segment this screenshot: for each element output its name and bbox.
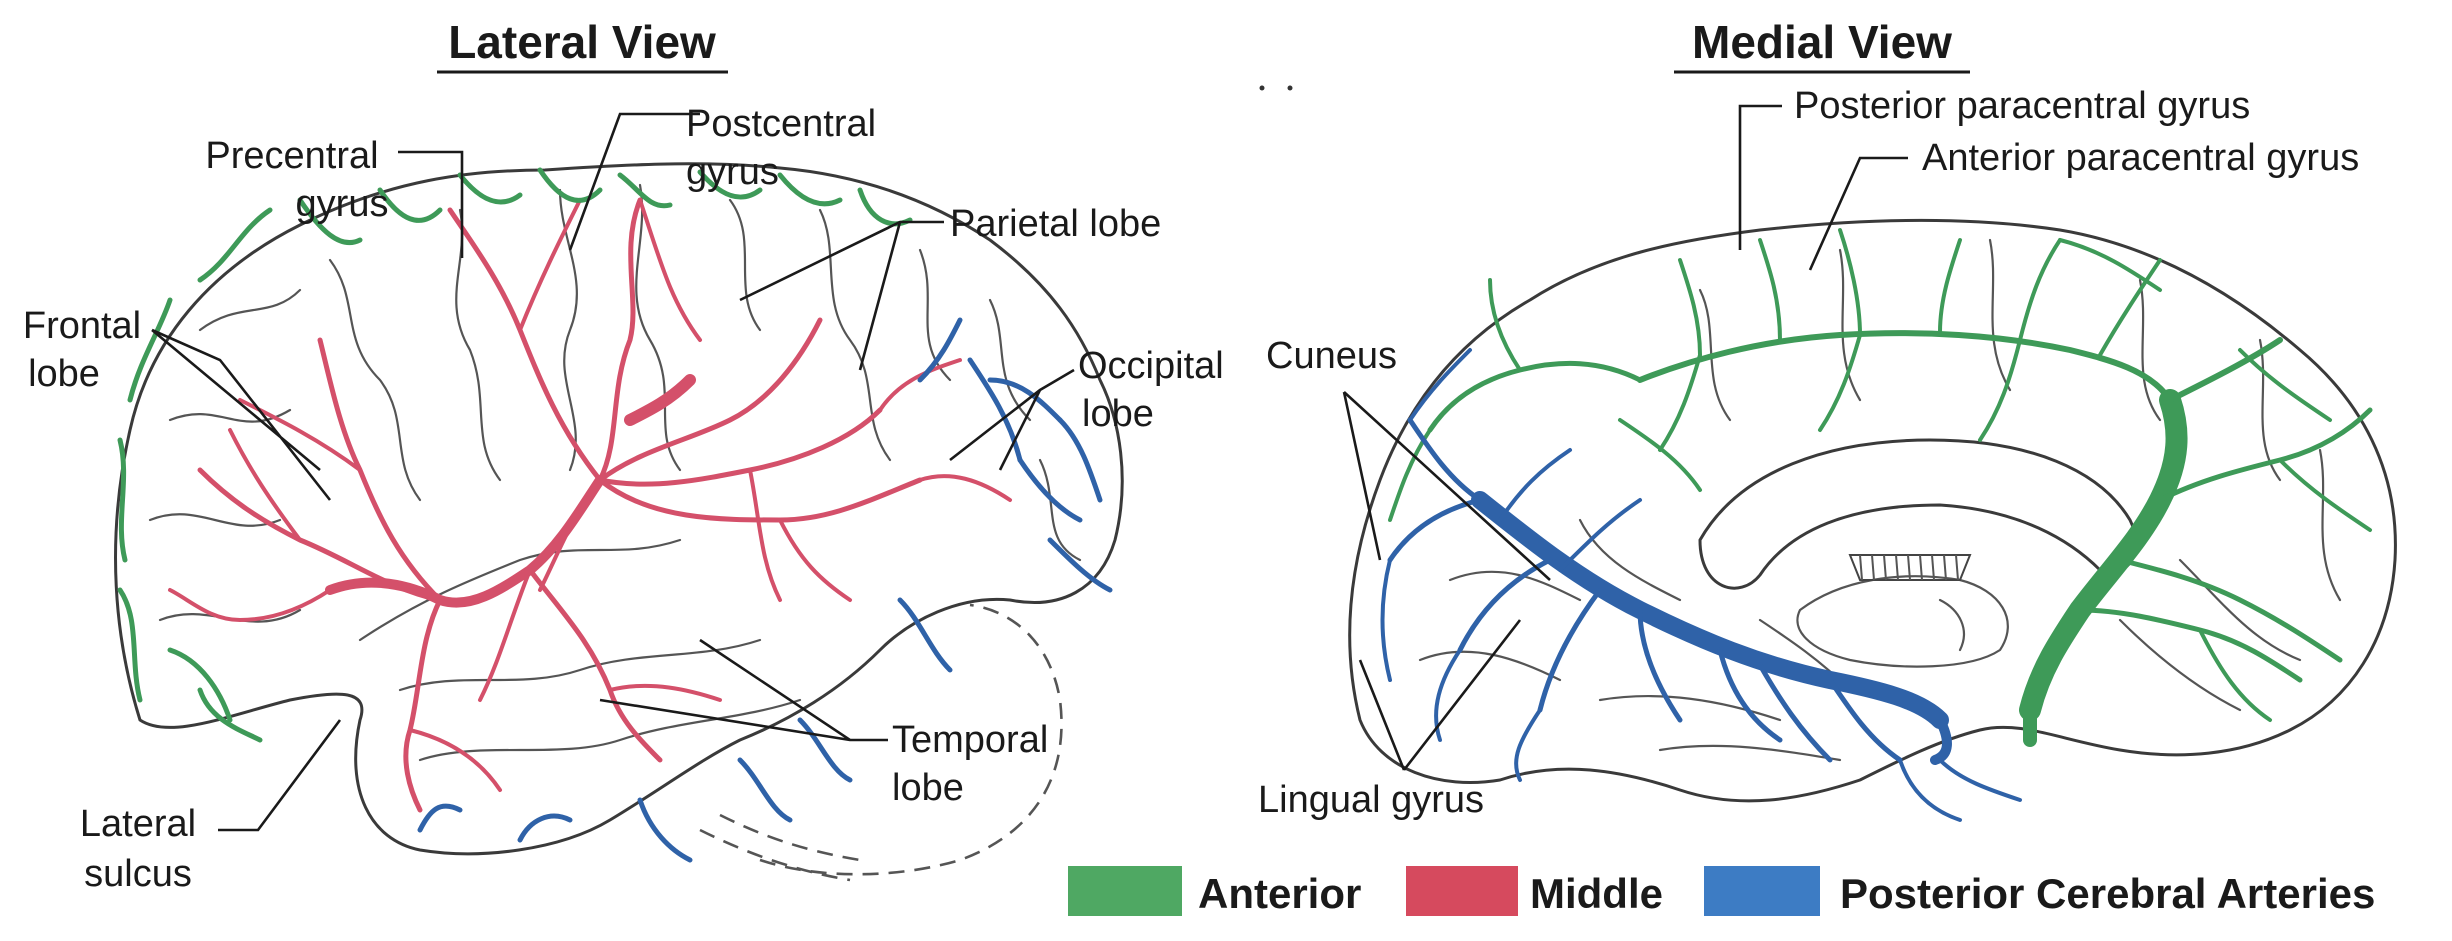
medial-hemisphere-outline: [1348, 219, 2397, 803]
label-frontal-line1: Frontal: [23, 305, 141, 347]
anterior-cerebral-artery-lateral: [117, 167, 913, 743]
legend-label-posterior: Posterior Cerebral Arteries: [1840, 870, 2375, 917]
label-precentral-line2: gyrus: [296, 183, 389, 225]
legend-swatch-anterior: [1068, 866, 1182, 916]
lateral-view-title: Lateral View: [448, 16, 716, 68]
medial-leader-lines: [1342, 104, 1908, 771]
label-temporal-line1: Temporal: [892, 719, 1048, 761]
medial-view-title: Medial View: [1692, 16, 1952, 68]
corpus-callosum: [1698, 438, 2138, 590]
legend-item-middle: Middle: [1406, 866, 1663, 917]
lateral-labels: Precentral gyrus Postcentral gyrus Parie…: [23, 103, 1224, 895]
label-occipital-line1: Occipital: [1078, 345, 1224, 387]
label-anterior-paracentral-gyrus: Anterior paracentral gyrus: [1922, 137, 2359, 179]
label-postcentral-line1: Postcentral: [686, 103, 876, 145]
label-frontal-line2: lobe: [28, 353, 100, 395]
cerebellum-dashed-outline: [759, 603, 1063, 876]
medial-brain: [1348, 219, 2397, 822]
medial-title: Medial View: [1674, 16, 1970, 74]
legend: Anterior Middle Posterior Cerebral Arter…: [1068, 866, 2375, 917]
legend-label-anterior: Anterior: [1198, 870, 1361, 917]
legend-item-anterior: Anterior: [1068, 866, 1361, 917]
lateral-brain: [114, 162, 1124, 882]
label-cuneus: Cuneus: [1266, 335, 1397, 377]
label-temporal-line2: lobe: [892, 767, 964, 809]
label-lateral-sulcus-line2: sulcus: [84, 853, 192, 895]
brainstem-dashed-outline: [699, 813, 861, 882]
legend-swatch-middle: [1406, 866, 1518, 916]
lateral-title: Lateral View: [437, 16, 728, 74]
legend-label-middle: Middle: [1530, 870, 1663, 917]
label-precentral-line1: Precentral: [205, 135, 378, 177]
label-occipital-line2: lobe: [1082, 393, 1154, 435]
fornix-striations: [1848, 554, 1972, 581]
lateral-leader-lines: [151, 112, 1075, 832]
middle-cerebral-artery-lateral: [168, 197, 1012, 813]
legend-swatch-posterior: [1704, 866, 1820, 916]
medial-labels: Posterior paracentral gyrus Anterior par…: [1258, 85, 2359, 821]
legend-item-posterior: Posterior Cerebral Arteries: [1704, 866, 2375, 917]
label-lingual-gyrus: Lingual gyrus: [1258, 779, 1484, 821]
posterior-cerebral-artery-lateral: [417, 317, 1113, 863]
posterior-cerebral-artery-medial: [1380, 348, 2022, 822]
label-parietal-lobe: Parietal lobe: [950, 203, 1161, 245]
anterior-cerebral-artery-medial: [1388, 228, 2373, 747]
label-posterior-paracentral-gyrus: Posterior paracentral gyrus: [1794, 85, 2250, 127]
label-postcentral-line2: gyrus: [686, 151, 779, 193]
stray-dots: [1259, 85, 1293, 91]
label-lateral-sulcus-line1: Lateral: [80, 803, 196, 845]
